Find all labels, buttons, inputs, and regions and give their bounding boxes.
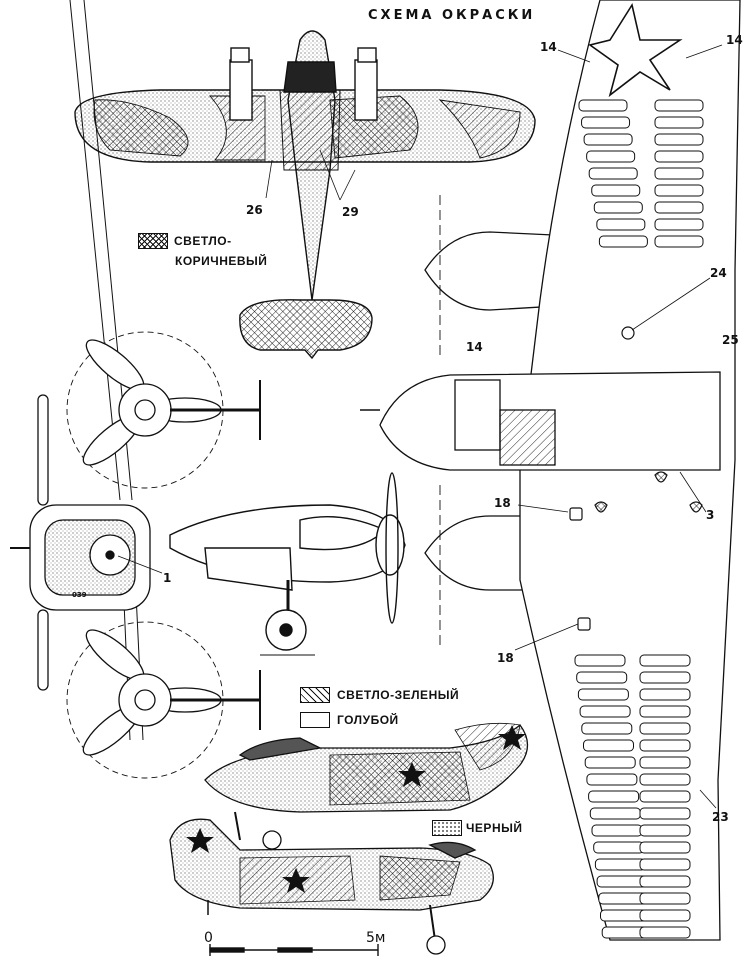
rib-panel xyxy=(583,739,634,752)
rib-panel xyxy=(598,235,648,248)
rib-panel xyxy=(639,705,691,718)
rib-panel xyxy=(581,116,631,129)
rib-panel xyxy=(639,858,691,871)
rib-panel xyxy=(639,739,691,752)
rib-panel xyxy=(588,167,638,180)
callout-18-lower: 18 xyxy=(497,651,514,665)
star-icon xyxy=(498,725,526,750)
drawing-title: СХЕМА ОКРАСКИ xyxy=(368,8,536,23)
side-view-1 xyxy=(204,722,529,850)
callout-14-left: 14 xyxy=(540,40,557,54)
callout-23: 23 xyxy=(712,810,729,824)
rib-panel xyxy=(591,184,641,197)
star-icon xyxy=(186,828,214,853)
rib-panel xyxy=(579,705,631,718)
serial-number: 039 xyxy=(72,591,87,599)
scale-bar xyxy=(209,944,379,956)
rib-panel xyxy=(639,756,691,769)
star-outline-top xyxy=(588,2,683,98)
rib-panel xyxy=(589,807,641,820)
rib-panel xyxy=(586,773,638,786)
rib-panel xyxy=(639,875,691,888)
rib-panel xyxy=(583,133,633,146)
underside-rib-panels xyxy=(574,99,704,939)
national-stars xyxy=(186,725,526,893)
rib-panel xyxy=(654,150,704,163)
rib-panel xyxy=(639,790,691,803)
front-view xyxy=(10,331,261,779)
rib-panel xyxy=(577,688,629,701)
rib-panel xyxy=(639,926,691,939)
callout-29: 29 xyxy=(342,205,359,219)
rib-panel xyxy=(639,654,691,667)
star-icon xyxy=(398,762,426,787)
rib-panel xyxy=(574,654,626,667)
rib-panel xyxy=(639,671,691,684)
callout-26: 26 xyxy=(246,203,263,217)
side-view-1-wheel xyxy=(262,830,282,850)
scale-label-five: 5м xyxy=(366,930,386,946)
rib-panel xyxy=(584,756,636,769)
rib-panel xyxy=(639,841,691,854)
callout-3: 3 xyxy=(706,508,715,522)
legend-swatch-light-brown xyxy=(138,233,168,249)
top-view xyxy=(74,30,536,360)
rib-panel xyxy=(594,858,646,871)
rib-panel xyxy=(593,841,645,854)
rib-panel xyxy=(581,722,633,735)
underside-plan xyxy=(360,0,741,941)
legend-label-light-blue: ГОЛУБОЙ xyxy=(337,713,399,727)
legend-label-black: ЧЕРНЫЙ xyxy=(466,821,523,835)
rib-panel xyxy=(586,150,636,163)
rib-panel xyxy=(639,892,691,905)
rib-panel xyxy=(654,99,704,112)
rib-panel xyxy=(596,218,646,231)
rib-panel xyxy=(654,116,704,129)
scale-label-zero: 0 xyxy=(204,930,213,946)
side-view-2 xyxy=(169,818,494,955)
callout-1: 1 xyxy=(163,571,172,585)
callout-18-upper: 18 xyxy=(494,496,511,510)
rib-panel xyxy=(639,824,691,837)
callout-24: 24 xyxy=(710,266,727,280)
rib-panel xyxy=(654,133,704,146)
rib-panel xyxy=(654,235,704,248)
rib-panel xyxy=(639,909,691,922)
rib-panel xyxy=(654,201,704,214)
side-view-center xyxy=(169,472,406,656)
rib-panel xyxy=(639,722,691,735)
legend-swatch-light-green xyxy=(300,687,330,703)
callout-25: 25 xyxy=(722,333,739,347)
legend-swatch-light-blue xyxy=(300,712,330,728)
rib-panel xyxy=(654,184,704,197)
rib-panel xyxy=(639,773,691,786)
rib-panel xyxy=(639,807,691,820)
callout-14-right: 14 xyxy=(726,33,743,47)
top-view-tailplane xyxy=(239,299,373,360)
rib-panel xyxy=(593,201,643,214)
side-view-2-wheel xyxy=(426,935,446,955)
rib-panel xyxy=(576,671,628,684)
rib-panel xyxy=(654,167,704,180)
legend-label-light-brown-2: КОРИЧНЕВЫЙ xyxy=(175,254,268,268)
star-icon xyxy=(282,868,310,893)
legend-swatch-black xyxy=(432,820,462,836)
callout-14-fuselage: 14 xyxy=(466,340,483,354)
legend-label-light-brown-1: СВЕТЛО- xyxy=(174,234,232,248)
rib-panel xyxy=(588,790,640,803)
rib-panel xyxy=(591,824,643,837)
rib-panel xyxy=(578,99,628,112)
rib-panel xyxy=(639,688,691,701)
legend-label-light-green: СВЕТЛО-ЗЕЛЕНЫЙ xyxy=(337,688,460,702)
rib-panel xyxy=(654,218,704,231)
